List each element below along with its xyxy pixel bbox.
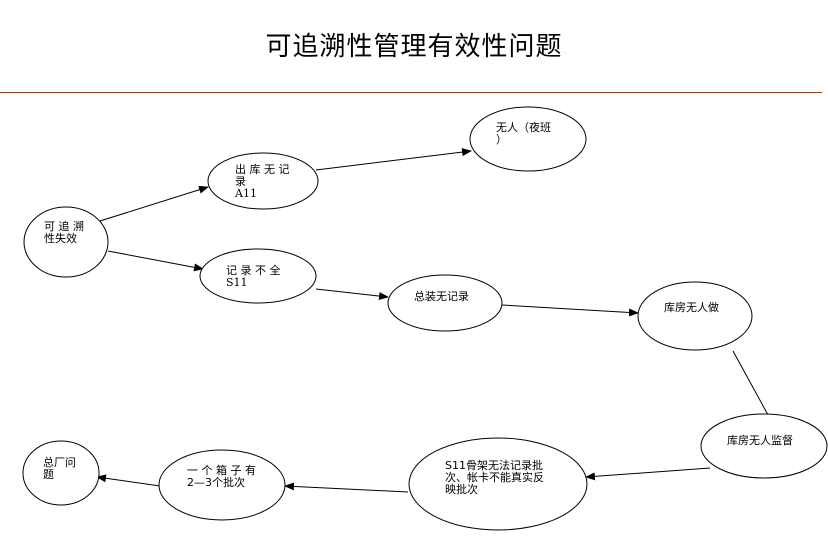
node-label-warehouse-supervise: 库房无人监督 bbox=[727, 435, 793, 447]
node-label-line: 性失效 bbox=[44, 232, 77, 245]
node-box bbox=[158, 449, 286, 521]
node-label-line: 库房无人监督 bbox=[727, 434, 793, 447]
node-s11-shelf bbox=[408, 437, 588, 531]
title-divider bbox=[0, 92, 822, 93]
node-label-line: 题 bbox=[43, 468, 54, 481]
edge-outbound-to-night bbox=[315, 148, 472, 171]
node-label-root: 可 追 溯性失效 bbox=[44, 221, 84, 245]
node-warehouse-nobody bbox=[637, 281, 753, 351]
edge-assembly-to-warehouse-nobody bbox=[501, 304, 639, 317]
node-label-factory: 总厂问题 bbox=[43, 457, 76, 481]
edge-root-to-incomplete bbox=[107, 250, 204, 272]
node-code: A11 bbox=[235, 187, 257, 200]
node-label-line: 总装无记录 bbox=[414, 290, 469, 303]
node-label-line: 出 库 无 记 bbox=[235, 163, 290, 176]
node-label-assembly: 总装无记录 bbox=[414, 291, 469, 303]
node-label-line: 次、帐卡不能真实反 bbox=[445, 471, 544, 484]
node-label-line: 录 bbox=[235, 175, 246, 188]
node-label-line: 总厂问 bbox=[43, 456, 76, 469]
node-outbound bbox=[207, 152, 319, 210]
node-root bbox=[23, 206, 109, 278]
node-label-line: ） bbox=[496, 133, 507, 146]
node-assembly bbox=[387, 274, 503, 332]
node-warehouse-supervise bbox=[700, 413, 828, 479]
node-label-line: 一 个 箱 子 有 bbox=[187, 464, 256, 477]
edge-warehouse-supervise-to-s11-shelf bbox=[585, 467, 711, 481]
edge-s11-shelf-to-box bbox=[284, 482, 409, 493]
node-label-night: 无人（夜班） bbox=[496, 122, 551, 146]
edge-warehouse-nobody-to-warehouse-supervise bbox=[732, 350, 774, 425]
node-label-line: 映批次 bbox=[445, 483, 478, 496]
edge-root-to-outbound bbox=[99, 185, 209, 222]
node-label-line: 记 录 不 全 bbox=[226, 264, 281, 277]
node-label-line: 库房无人做 bbox=[664, 301, 719, 314]
node-code: S11 bbox=[226, 276, 248, 289]
page-title: 可追溯性管理有效性问题 bbox=[265, 32, 563, 62]
node-incomplete bbox=[199, 248, 317, 304]
edge-incomplete-to-assembly bbox=[315, 288, 389, 300]
node-label-line: 无人（夜班 bbox=[496, 121, 551, 134]
node-night bbox=[469, 106, 587, 172]
node-label-s11-shelf: S11骨架无法记录批次、帐卡不能真实反映批次 bbox=[445, 460, 544, 496]
node-factory bbox=[22, 440, 100, 506]
node-label-warehouse-nobody: 库房无人做 bbox=[664, 302, 719, 314]
node-label-line: 可 追 溯 bbox=[44, 220, 84, 233]
node-label-line: S11骨架无法记录批 bbox=[445, 459, 543, 472]
edge-box-to-factory bbox=[96, 474, 161, 487]
node-label-line: 2—3个批次 bbox=[187, 476, 245, 489]
